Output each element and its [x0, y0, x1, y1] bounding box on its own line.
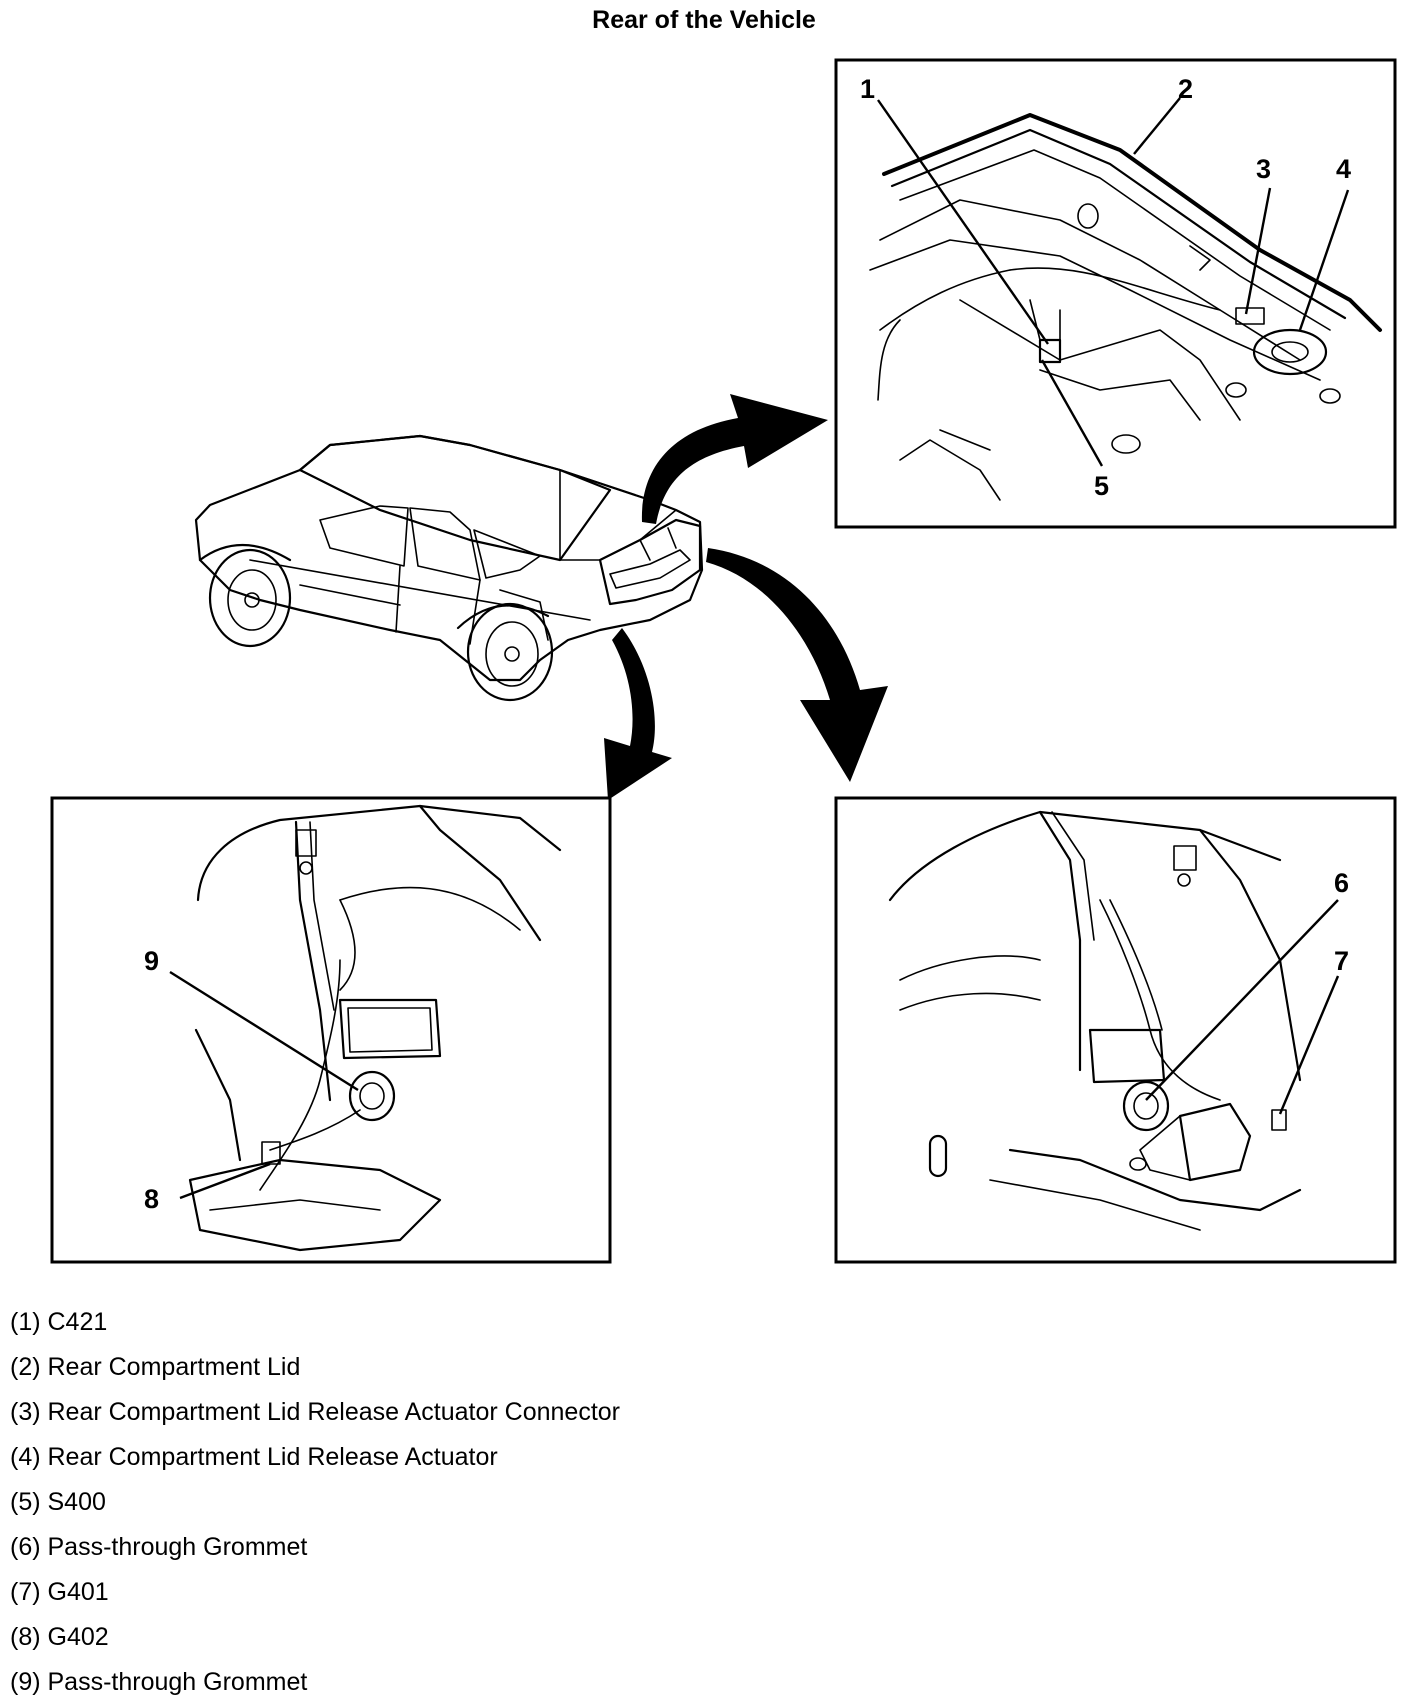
callout-8: 8 [144, 1184, 159, 1214]
legend-item: (4) Rear Compartment Lid Release Actuato… [10, 1443, 498, 1471]
legend-item: (1) C421 [10, 1308, 108, 1336]
callout-3: 3 [1256, 154, 1271, 184]
arrow-to-right-trunk-view [706, 548, 888, 782]
arrow-to-left-trunk-view [604, 628, 672, 800]
inset-left-trunk-area: 9 8 [50, 796, 612, 1264]
callout-1: 1 [860, 74, 875, 104]
page-title: Rear of the Vehicle [592, 6, 816, 34]
inset-rear-compartment-lid: 1 2 3 4 5 [834, 58, 1397, 529]
legend-item: (5) S400 [10, 1488, 106, 1516]
callout-4: 4 [1336, 154, 1351, 184]
legend-item: (9) Pass-through Grommet [10, 1668, 308, 1696]
legend-item: (7) G401 [10, 1578, 109, 1606]
component-location-diagram: 1 2 3 4 5 9 8 [50, 58, 1397, 1264]
arrow-to-lid-view [641, 394, 828, 524]
vehicle-illustration [194, 434, 704, 702]
legend-item: (6) Pass-through Grommet [10, 1533, 308, 1561]
pointer-arrows [604, 394, 888, 800]
inset-right-trunk-area: 6 7 [834, 796, 1397, 1264]
callout-2: 2 [1178, 74, 1193, 104]
callout-6: 6 [1334, 868, 1349, 898]
legend-item: (8) G402 [10, 1623, 109, 1651]
legend-item: (3) Rear Compartment Lid Release Actuato… [10, 1398, 621, 1426]
callout-7: 7 [1334, 946, 1349, 976]
component-legend: (1) C421 (2) Rear Compartment Lid (3) Re… [10, 1300, 620, 1705]
callout-9: 9 [144, 946, 159, 976]
legend-item: (2) Rear Compartment Lid [10, 1353, 301, 1381]
callout-5: 5 [1094, 471, 1109, 501]
